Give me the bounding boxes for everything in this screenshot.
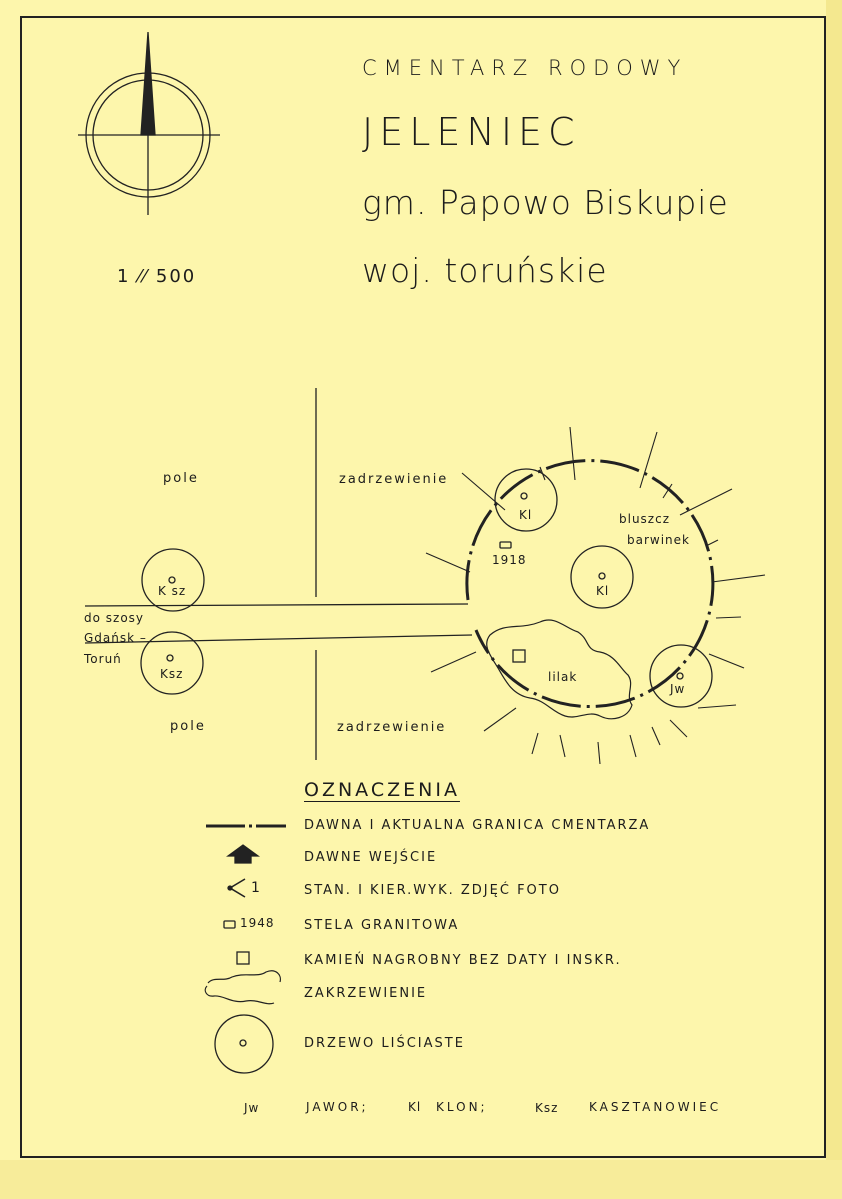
- tree-legend-icon: [214, 1014, 274, 1074]
- gravestone-legend-icon: [236, 951, 250, 965]
- lilak-shrub: [486, 619, 633, 720]
- tree-kl-1: [494, 468, 558, 532]
- header-cemetery-type: CMENTARZ RODOWY: [362, 56, 688, 80]
- road-label-2: Gdańsk –: [84, 631, 147, 645]
- label-field-bottom: pole: [170, 719, 206, 734]
- tree-ksz-2: [140, 631, 204, 695]
- stele-legend-icon: [223, 920, 236, 929]
- north-arrow-icon: [78, 31, 220, 215]
- stele-year: 1918: [492, 553, 527, 567]
- label-periwinkle: barwinek: [627, 533, 690, 547]
- header-commune: gm. Papowo Biskupie: [362, 183, 729, 222]
- road-label-3: Toruń: [84, 652, 122, 666]
- label-lilac: lilak: [548, 670, 578, 684]
- tree-jw-label: Jw: [670, 682, 686, 696]
- tree-kl-label-1: Kl: [519, 508, 533, 522]
- paper-edge-bottom: [0, 1160, 842, 1199]
- tree-ksz-1: [141, 548, 205, 612]
- map-frame: [20, 16, 826, 1158]
- abbrev-ksz-code: Ksz: [535, 1101, 559, 1115]
- paper-edge-right: [826, 0, 842, 1199]
- gravestone-no-date: [512, 649, 526, 663]
- legend-item-tree: DRZEWO LIŚCIASTE: [304, 1036, 465, 1051]
- legend-item-boundary: DAWNA I AKTUALNA GRANICA CMENTARZA: [304, 818, 651, 833]
- label-woodland-bottom: zadrzewienie: [337, 720, 447, 735]
- photo-rays: [425, 426, 766, 765]
- tree-kl-label-2: Kl: [596, 584, 610, 598]
- tree-ksz-label-1: K sz: [158, 584, 187, 598]
- tree-jw: [649, 644, 713, 708]
- abbrev-jw-name: JAWOR;: [306, 1100, 369, 1114]
- legend-item-photo: STAN. I KIER.WYK. ZDJĘĆ FOTO: [304, 883, 561, 898]
- stele-symbol-year: 1948: [240, 916, 275, 930]
- granite-stele: [499, 541, 512, 549]
- legend-title: OZNACZENIA: [304, 779, 460, 801]
- road-edge-top: [84, 603, 469, 607]
- entrance-arrow-icon: [226, 844, 260, 864]
- abbrev-jw-code: Jw: [244, 1101, 260, 1115]
- abbrev-kl-name: KLON;: [436, 1100, 488, 1114]
- tree-kl-2: [570, 545, 634, 609]
- label-woodland-top: zadrzewienie: [339, 472, 449, 487]
- legend-item-stele: STELA GRANITOWA: [304, 918, 460, 933]
- map-scale: 1 ⁄⁄ 500: [117, 266, 197, 287]
- tree-ksz-label-2: Ksz: [160, 667, 184, 681]
- label-ivy: bluszcz: [619, 512, 671, 526]
- legend-item-gravestone: KAMIEŃ NAGROBNY BEZ DATY I INSKR.: [304, 953, 622, 968]
- header-place-name: JELENIEC: [362, 110, 581, 154]
- cemetery-boundary: [465, 459, 715, 709]
- abbrev-ksz-name: KASZTANOWIEC: [589, 1100, 722, 1114]
- label-field-top: pole: [163, 471, 199, 486]
- legend-item-shrubs: ZAKRZEWIENIE: [304, 986, 428, 1001]
- photo-symbol-number: 1: [251, 880, 261, 896]
- shrub-legend-icon: [204, 970, 281, 1005]
- legend-item-entrance: DAWNE WEJŚCIE: [304, 850, 438, 865]
- abbrev-kl-code: Kl: [408, 1100, 422, 1114]
- road-label-1: do szosy: [84, 611, 145, 625]
- header-voivodeship: woj. toruńskie: [362, 251, 608, 290]
